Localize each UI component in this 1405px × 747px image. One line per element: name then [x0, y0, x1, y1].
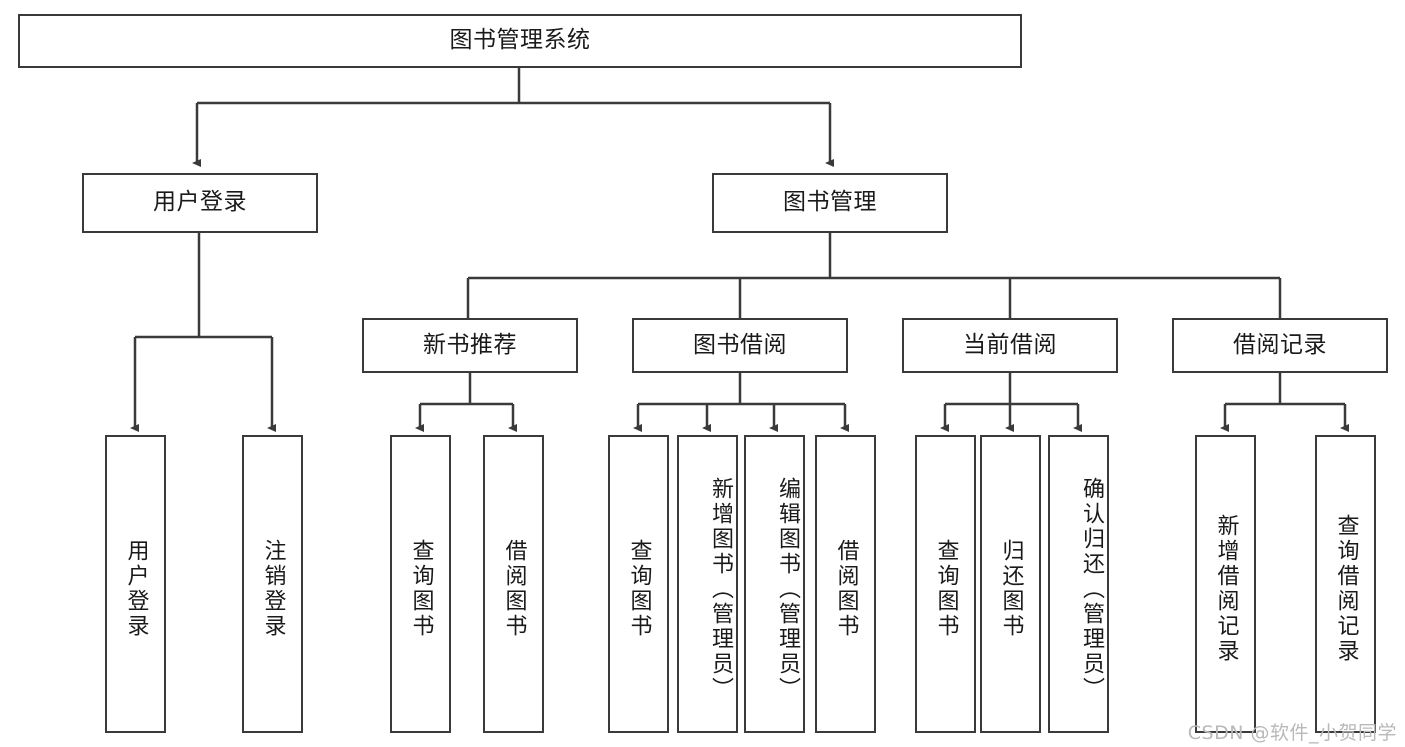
- node-leaf-edit-book-label: 编辑图书（管理员）: [775, 476, 800, 702]
- node-root[interactable]: 图书管理系统: [18, 14, 1022, 68]
- node-leaf-query-book-2[interactable]: 查询图书: [608, 435, 669, 733]
- node-leaf-confirm-return[interactable]: 确认归还（管理员）: [1048, 435, 1109, 733]
- node-leaf-borrow-book-1[interactable]: 借阅图书: [483, 435, 544, 733]
- node-book-manage[interactable]: 图书管理: [712, 173, 948, 233]
- node-new-book-rec[interactable]: 新书推荐: [362, 318, 578, 373]
- node-leaf-add-book[interactable]: 新增图书（管理员）: [677, 435, 738, 733]
- node-leaf-query-book-3[interactable]: 查询图书: [915, 435, 976, 733]
- node-leaf-borrow-book-2[interactable]: 借阅图书: [815, 435, 876, 733]
- node-user-login[interactable]: 用户登录: [82, 173, 318, 233]
- node-leaf-query-book-3-label: 查询图书: [933, 539, 959, 639]
- node-borrow-record-label: 借阅记录: [1233, 331, 1327, 358]
- node-leaf-query-record-label: 查询借阅记录: [1333, 514, 1359, 664]
- node-leaf-confirm-return-label: 确认归还（管理员）: [1079, 476, 1104, 702]
- node-leaf-query-book-1[interactable]: 查询图书: [390, 435, 451, 733]
- node-borrow-record[interactable]: 借阅记录: [1172, 318, 1388, 373]
- node-leaf-add-record-label: 新增借阅记录: [1213, 514, 1239, 664]
- node-current-borrow[interactable]: 当前借阅: [902, 318, 1118, 373]
- node-leaf-query-record[interactable]: 查询借阅记录: [1315, 435, 1376, 733]
- node-root-label: 图书管理系统: [449, 27, 591, 54]
- node-leaf-return-book[interactable]: 归还图书: [980, 435, 1041, 733]
- watermark: CSDN @软件_小贺同学: [1187, 722, 1397, 744]
- node-leaf-query-book-1-label: 查询图书: [408, 539, 434, 639]
- node-leaf-borrow-book-2-label: 借阅图书: [833, 539, 859, 639]
- node-book-borrow-label: 图书借阅: [693, 331, 787, 358]
- node-leaf-logout-login-label: 注销登录: [260, 539, 286, 639]
- node-leaf-user-login-label: 用户登录: [123, 539, 149, 639]
- node-leaf-return-book-label: 归还图书: [998, 539, 1024, 639]
- node-current-borrow-label: 当前借阅: [963, 331, 1057, 358]
- node-leaf-edit-book[interactable]: 编辑图书（管理员）: [744, 435, 805, 733]
- node-leaf-query-book-2-label: 查询图书: [626, 539, 652, 639]
- node-leaf-logout-login[interactable]: 注销登录: [242, 435, 303, 733]
- node-user-login-label: 用户登录: [153, 189, 247, 216]
- node-leaf-add-book-label: 新增图书（管理员）: [708, 476, 733, 702]
- node-book-manage-label: 图书管理: [783, 189, 877, 216]
- node-leaf-borrow-book-1-label: 借阅图书: [501, 539, 527, 639]
- node-leaf-add-record[interactable]: 新增借阅记录: [1195, 435, 1256, 733]
- node-new-book-rec-label: 新书推荐: [423, 331, 517, 358]
- node-book-borrow[interactable]: 图书借阅: [632, 318, 848, 373]
- node-leaf-user-login[interactable]: 用户登录: [105, 435, 166, 733]
